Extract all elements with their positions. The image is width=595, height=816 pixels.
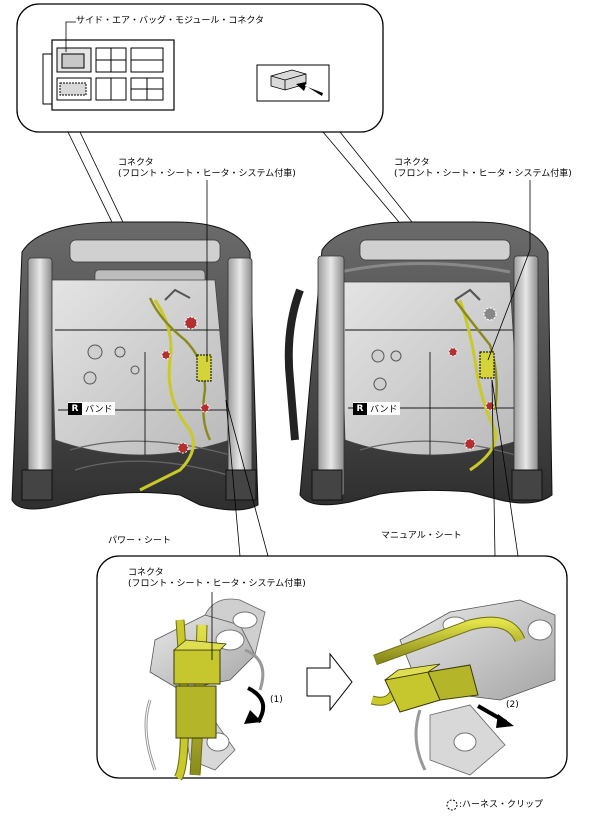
top-callout bbox=[16, 3, 469, 301]
right-connector-label-line2: (フロント・シート・ヒータ・システム付車) bbox=[394, 169, 572, 179]
band-r-badge: R bbox=[68, 402, 82, 415]
detail-leader-left bbox=[225, 399, 241, 557]
detail-callout bbox=[96, 555, 568, 781]
detail-right-view bbox=[370, 599, 556, 776]
left-band-text: バンド bbox=[85, 405, 113, 415]
detail-left-view bbox=[144, 598, 266, 781]
connector-direction-icon bbox=[256, 64, 330, 102]
harness-clip-legend-text: :ハーネス・クリップ bbox=[459, 800, 544, 810]
power-seat-caption: パワー・シート bbox=[108, 536, 172, 546]
harness-clip-legend-icon bbox=[446, 799, 458, 811]
detail-connector-label-line1: コネクタ bbox=[128, 568, 164, 578]
right-connector-label-line1: コネクタ bbox=[394, 158, 430, 168]
manual-seat-caption: マニュアル・シート bbox=[381, 531, 462, 541]
step-1-label: (1) bbox=[270, 695, 283, 705]
left-band-label: R バンド bbox=[68, 402, 116, 415]
detail-leader-right bbox=[491, 379, 519, 557]
manual-seat-illustration bbox=[284, 180, 553, 506]
left-connector-label-line2: (フロント・シート・ヒータ・システム付車) bbox=[118, 169, 296, 179]
airbag-connector-face bbox=[42, 39, 175, 111]
step-2-label: (2) bbox=[506, 700, 519, 710]
airbag-connector-leader bbox=[65, 21, 76, 52]
band-r-badge: R bbox=[353, 402, 367, 415]
right-band-label: R バンド bbox=[353, 402, 401, 415]
power-seat-illustration bbox=[11, 180, 259, 511]
left-connector-label-line1: コネクタ bbox=[118, 158, 154, 168]
detail-connector-label-line2: (フロント・シート・ヒータ・システム付車) bbox=[128, 579, 306, 589]
airbag-connector-label: サイド・エア・バッグ・モジュール・コネクタ bbox=[76, 16, 265, 26]
detail-transition-arrow bbox=[306, 652, 353, 712]
right-band-text: バンド bbox=[370, 405, 398, 415]
